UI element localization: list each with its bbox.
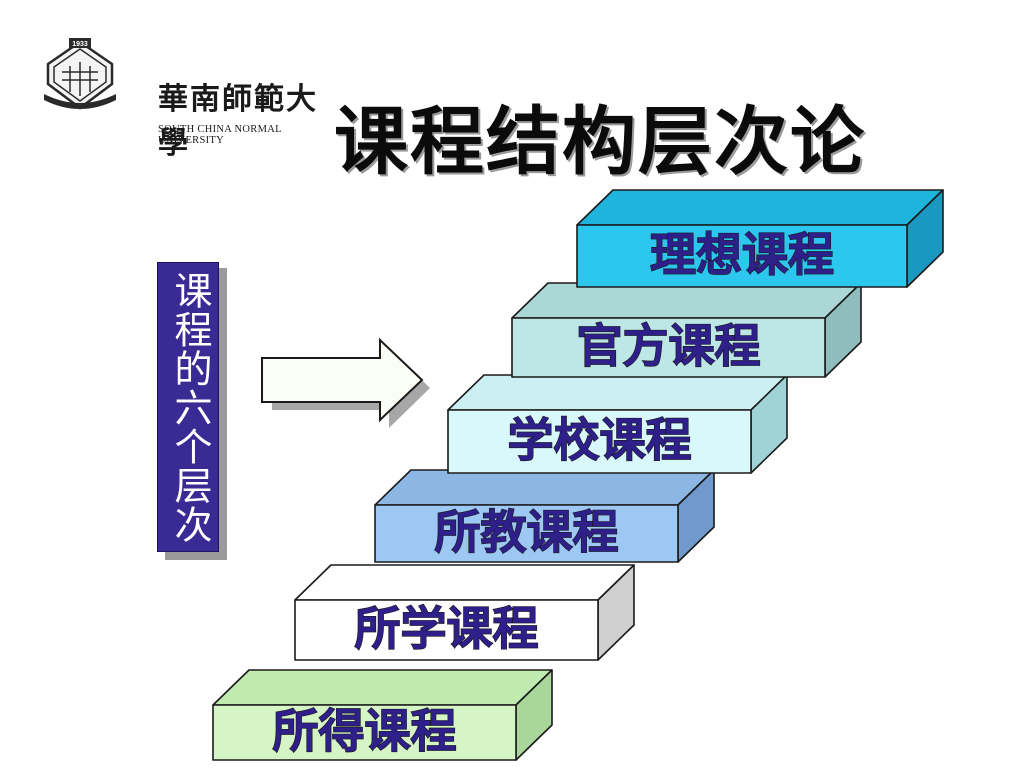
step-top-face: [447, 374, 788, 411]
step-front-face: [374, 504, 679, 563]
step-front-face: [511, 317, 826, 378]
step-top-face: [374, 469, 715, 506]
right-arrow-icon: [261, 337, 430, 428]
step-label: 理想课程: [650, 228, 834, 282]
step-learned-curriculum: 所学课程: [294, 564, 635, 661]
step-official-curriculum: 官方课程: [511, 282, 862, 378]
step-obtained-curriculum: 所得课程: [212, 669, 553, 761]
step-ideal-curriculum: 理想课程: [576, 189, 944, 288]
step-label: 所教课程: [435, 505, 619, 559]
side-label-text: 课程的六个层次: [168, 271, 212, 544]
university-name-en: SOUTH CHINA NORMAL UNIVERSITY: [158, 124, 282, 146]
step-label: 学校课程: [508, 413, 692, 467]
step-front-face: [294, 599, 599, 661]
step-top-face: [212, 669, 553, 706]
step-label: 所学课程: [355, 602, 539, 656]
steps-layer: 所得课程 所学课程 所教课程 学校课程 官方课程 理想课程: [212, 189, 944, 761]
page-title: 课程结构层次论: [334, 99, 866, 185]
university-logo: 1933 華南師範大學 SOUTH CHINA NORMAL UNIVERSIT…: [40, 34, 320, 161]
emblem-year: 1933: [72, 41, 88, 48]
step-top-face: [576, 189, 944, 226]
step-top-face: [294, 564, 635, 601]
side-label-box: 课程的六个层次: [157, 262, 219, 552]
step-school-curriculum: 学校课程: [447, 374, 788, 474]
university-name-cn: 華南師範大學: [158, 82, 318, 161]
university-emblem-icon: 1933: [44, 38, 116, 110]
step-front-face: [576, 224, 908, 288]
step-label: 所得课程: [273, 704, 457, 758]
step-front-face: [447, 409, 752, 474]
step-top-face: [511, 282, 862, 319]
step-label: 官方课程: [577, 319, 761, 373]
step-taught-curriculum: 所教课程: [374, 469, 715, 563]
step-front-face: [212, 704, 517, 761]
